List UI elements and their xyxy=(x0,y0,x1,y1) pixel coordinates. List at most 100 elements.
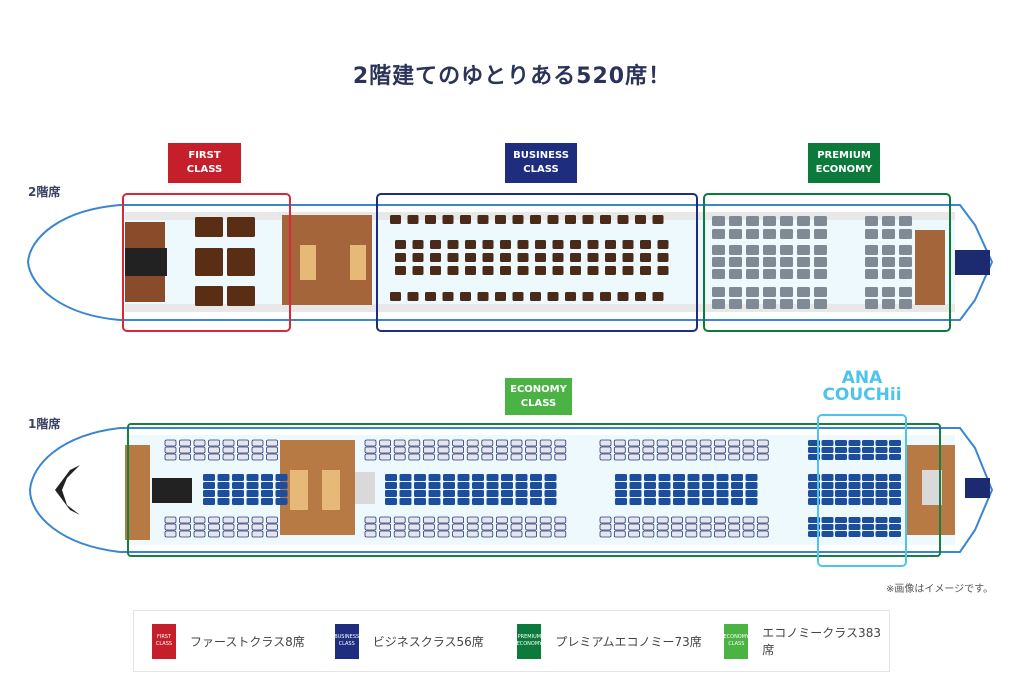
business-seat xyxy=(600,215,611,224)
economy-seat xyxy=(179,530,191,538)
couchii-seat xyxy=(835,440,847,446)
premium-economy-seat xyxy=(882,216,895,226)
economy-seat xyxy=(728,446,741,454)
business-seat xyxy=(605,253,616,262)
economy-seat xyxy=(437,516,450,524)
premium-economy-seat xyxy=(882,269,895,279)
business-seat xyxy=(412,266,424,275)
economy-seat xyxy=(642,523,655,531)
economy-seat xyxy=(544,490,557,497)
economy-seat xyxy=(393,516,406,524)
economy-seat xyxy=(217,482,230,489)
economy-seat xyxy=(644,482,656,489)
premium-economy-seat xyxy=(814,216,827,226)
economy-seat xyxy=(443,474,455,481)
economy-seat xyxy=(393,530,406,538)
economy-seat xyxy=(237,446,249,454)
first-class-seat xyxy=(195,248,223,276)
economy-seat xyxy=(393,453,406,461)
premium-economy-seat xyxy=(763,245,776,255)
economy-seat xyxy=(237,523,249,531)
economy-seat xyxy=(699,439,712,447)
economy-seat xyxy=(164,516,177,524)
economy-seat xyxy=(673,498,685,505)
economy-seat xyxy=(501,474,513,481)
economy-seat xyxy=(422,446,435,454)
economy-seat xyxy=(232,482,244,489)
economy-seat xyxy=(422,453,435,461)
economy-seat xyxy=(714,516,726,524)
premium-economy-seat xyxy=(729,287,742,297)
premium-economy-seat xyxy=(814,287,827,297)
business-seat xyxy=(430,240,441,249)
economy-seat xyxy=(437,453,450,461)
economy-seat xyxy=(246,474,259,481)
first-class-seat xyxy=(195,217,223,237)
economy-seat xyxy=(457,498,470,505)
couchii-seat xyxy=(889,531,901,537)
business-seat xyxy=(407,292,419,301)
economy-seat xyxy=(501,498,513,505)
premium-economy-seat xyxy=(814,229,827,239)
premium-economy-seat xyxy=(729,245,742,255)
economy-seat xyxy=(525,453,537,461)
economy-seat xyxy=(208,523,220,531)
economy-seat xyxy=(495,516,508,524)
upper-stairs xyxy=(125,248,167,276)
business-seat xyxy=(570,240,581,249)
economy-seat xyxy=(481,530,494,538)
couchii-seat xyxy=(862,531,874,537)
economy-seat xyxy=(642,446,655,454)
premium-economy-seat xyxy=(882,229,895,239)
economy-seat xyxy=(629,490,642,497)
economy-seat xyxy=(428,498,441,505)
economy-seat xyxy=(615,490,627,497)
label-line: ECONOMY xyxy=(815,164,873,175)
business-seat xyxy=(517,253,529,262)
economy-seat xyxy=(408,530,421,538)
badge-line: ECONOMY xyxy=(723,634,750,640)
economy-seat xyxy=(164,439,177,447)
label-line: CLASS xyxy=(186,164,223,175)
economy-seat xyxy=(208,439,220,447)
business-seat xyxy=(570,266,581,275)
premium-economy-seat xyxy=(763,257,776,267)
economy-seat xyxy=(232,490,244,497)
premium-economy-seat xyxy=(729,229,742,239)
economy-seat xyxy=(642,439,655,447)
economy-seat xyxy=(756,523,769,531)
couchii-seat xyxy=(862,490,874,497)
economy-seat xyxy=(246,490,259,497)
economy-seat xyxy=(599,530,612,538)
economy-seat xyxy=(266,453,278,461)
business-seat xyxy=(395,240,406,249)
premium-economy-seat xyxy=(712,229,725,239)
economy-seat xyxy=(466,439,479,447)
economy-seat xyxy=(217,490,230,497)
economy-seat xyxy=(656,530,669,538)
economy-seat xyxy=(452,446,465,454)
economy-seat xyxy=(452,523,465,531)
couchii-seat xyxy=(875,482,888,489)
business-seat xyxy=(447,253,459,262)
economy-seat xyxy=(642,530,655,538)
economy-seat xyxy=(742,530,755,538)
upper-deck-label: 2階席 xyxy=(28,185,61,199)
economy-seat xyxy=(466,446,479,454)
economy-seat xyxy=(599,453,612,461)
business-seat xyxy=(552,266,564,275)
economy-seat xyxy=(232,498,244,505)
couchii-seat xyxy=(875,474,888,481)
economy-seat xyxy=(515,474,528,481)
economy-seat xyxy=(658,498,671,505)
premium-economy-seat xyxy=(712,216,725,226)
economy-seat xyxy=(728,439,741,447)
premium-economy-seat xyxy=(780,287,793,297)
couchii-seat xyxy=(848,517,861,523)
cockpit-windows xyxy=(55,465,80,515)
economy-seat xyxy=(179,453,191,461)
economy-seat xyxy=(656,523,669,531)
business-seat xyxy=(652,215,664,224)
